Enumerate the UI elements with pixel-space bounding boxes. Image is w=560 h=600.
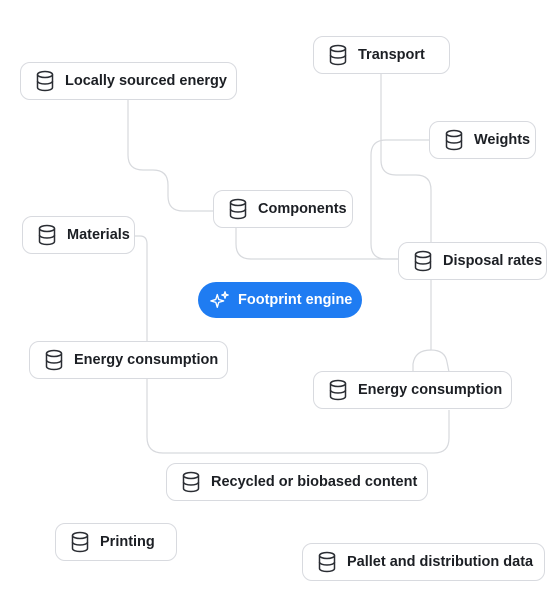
database-icon <box>443 128 465 152</box>
database-icon <box>69 530 91 554</box>
database-icon <box>34 69 56 93</box>
footprint-engine-button[interactable]: Footprint engine <box>198 282 362 318</box>
node-recycled-content[interactable]: Recycled or biobased content <box>166 463 428 501</box>
node-energy-consumption-right[interactable]: Energy consumption <box>313 371 512 409</box>
node-pallet-distribution[interactable]: Pallet and distribution data <box>302 543 545 581</box>
node-label: Printing <box>100 534 155 550</box>
connector-energy-consumption-loop <box>412 349 432 372</box>
node-label: Recycled or biobased content <box>211 474 418 490</box>
node-locally-sourced-energy[interactable]: Locally sourced energy <box>20 62 237 100</box>
node-label: Components <box>258 201 347 217</box>
database-icon <box>180 470 202 494</box>
hub-label: Footprint engine <box>238 292 353 308</box>
node-label: Pallet and distribution data <box>347 554 534 570</box>
connector-disposal-rates-energy-consumption <box>430 280 450 373</box>
connector-transport-disposal-rates <box>380 74 432 242</box>
node-energy-consumption-left[interactable]: Energy consumption <box>29 341 228 379</box>
node-label: Locally sourced energy <box>65 73 227 89</box>
database-icon <box>327 43 349 67</box>
node-label: Energy consumption <box>358 382 503 398</box>
database-icon <box>36 223 58 247</box>
node-label: Weights <box>474 132 531 148</box>
connector-materials-recycled-content <box>134 235 450 454</box>
database-icon <box>316 550 338 574</box>
node-disposal-rates[interactable]: Disposal rates <box>398 242 547 280</box>
database-icon <box>227 197 249 221</box>
node-label: Disposal rates <box>443 253 543 269</box>
node-materials[interactable]: Materials <box>22 216 135 254</box>
node-weights[interactable]: Weights <box>429 121 536 159</box>
database-icon <box>412 249 434 273</box>
connector-weights-disposal-rates <box>370 139 429 260</box>
database-icon <box>327 378 349 402</box>
node-label: Transport <box>358 47 425 63</box>
sparkles-icon <box>210 289 230 311</box>
connector-components-disposal-rates <box>235 228 398 260</box>
connector-locally-sourced-energy-components <box>127 100 214 212</box>
node-components[interactable]: Components <box>213 190 353 228</box>
database-icon <box>43 348 65 372</box>
node-transport[interactable]: Transport <box>313 36 450 74</box>
node-label: Materials <box>67 227 130 243</box>
node-printing[interactable]: Printing <box>55 523 177 561</box>
node-label: Energy consumption <box>74 352 219 368</box>
